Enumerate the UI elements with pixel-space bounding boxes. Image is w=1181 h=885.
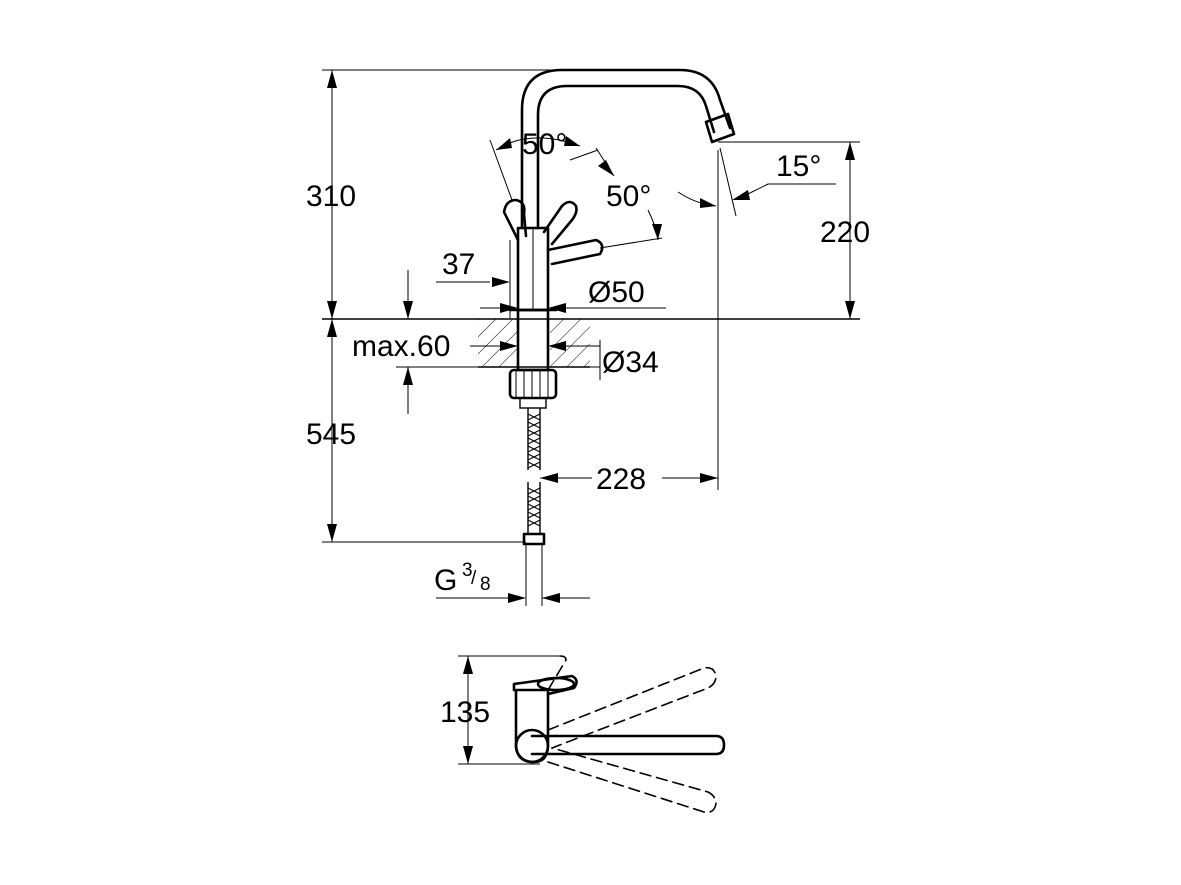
supply-hose: [522, 408, 546, 606]
dim-top-view-width: 135: [440, 656, 490, 764]
angle-spout-tilt: 15°: [677, 147, 836, 217]
label-hole-diameter: Ø34: [602, 346, 659, 379]
dim-total-height: 310: [306, 70, 356, 319]
label-total-height: 310: [306, 180, 356, 213]
label-spout-height: 220: [820, 216, 870, 249]
dim-connection-thread: G 3 / 8: [434, 560, 590, 603]
dim-body-diameter: Ø50: [480, 276, 666, 313]
extension-lines: [322, 69, 860, 543]
label-spout-tilt-angle: 15°: [776, 150, 821, 183]
dim-lever-offset: 37: [436, 240, 511, 318]
label-thread-den: 8: [480, 574, 491, 595]
counter-section: [478, 319, 590, 368]
label-thread-prefix: G: [434, 564, 457, 597]
side-view: 310 545 220 228 37: [306, 68, 870, 606]
top-spout: [514, 728, 726, 764]
label-below-counter: 545: [306, 418, 356, 451]
top-spout-swivel-range: [547, 655, 717, 814]
dim-below-counter: 545: [306, 319, 356, 542]
dim-max-counter: max.60: [352, 270, 450, 414]
label-lever-side-angle: 50°: [606, 180, 651, 213]
label-thread-num: 3: [462, 560, 473, 581]
lever-positions: [502, 198, 604, 266]
label-lever-offset: 37: [442, 248, 475, 281]
mounting-nut: [508, 368, 558, 409]
label-lever-up-angle: 50°: [522, 128, 567, 161]
angle-lever-side: 50°: [595, 147, 663, 249]
top-body: [512, 674, 578, 764]
dim-hole-diameter: Ø34: [470, 340, 659, 380]
label-reach: 228: [596, 463, 646, 496]
angle-lever-up: 50°: [489, 128, 599, 201]
label-body-diameter: Ø50: [588, 276, 645, 309]
top-view: 135: [440, 655, 726, 814]
label-top-view-width: 135: [440, 696, 490, 729]
spout: [520, 68, 736, 230]
label-thread-slash: /: [471, 568, 477, 589]
label-max-counter: max.60: [352, 330, 450, 363]
dim-spout-height: 220: [820, 142, 870, 319]
dim-reach: 228: [540, 463, 718, 496]
